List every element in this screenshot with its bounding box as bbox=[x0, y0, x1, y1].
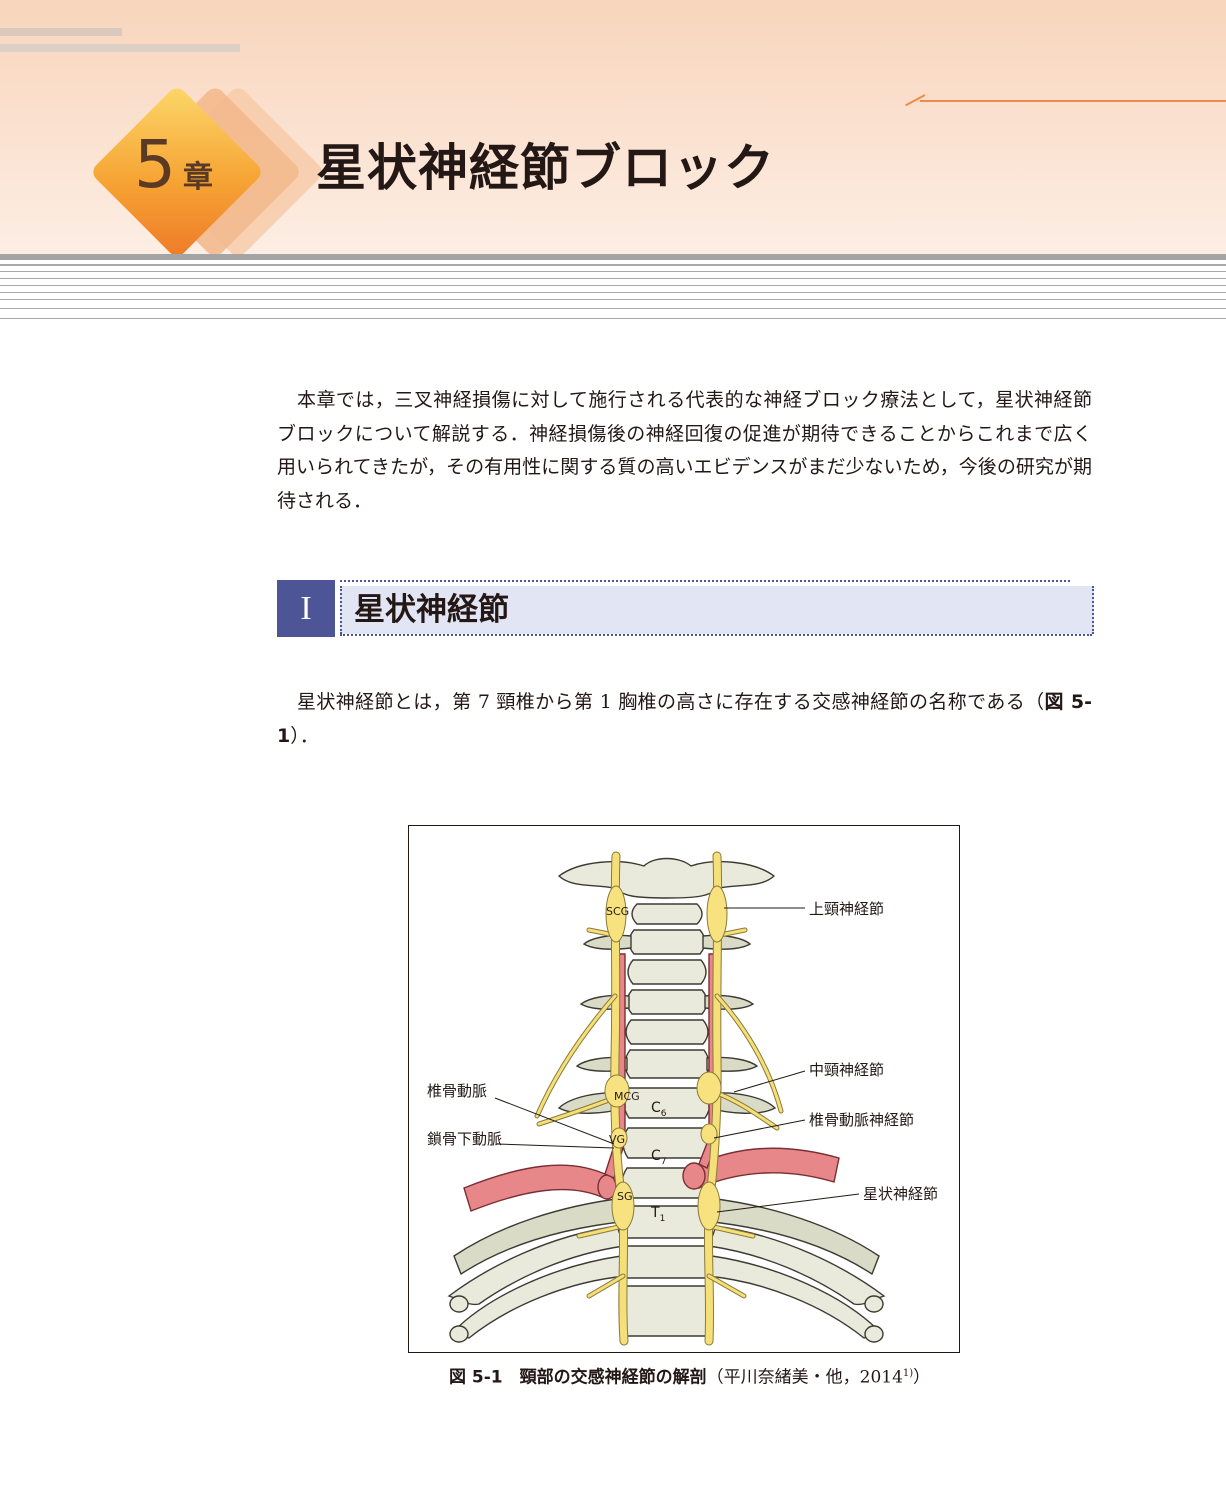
label-vertebral-artery: 椎骨動脈 bbox=[427, 1082, 487, 1100]
chapter-suffix: 章 bbox=[183, 160, 213, 195]
chapter-number: 5 bbox=[134, 126, 176, 203]
vertebral-column bbox=[621, 903, 713, 1337]
label-superior-cervical-ganglion: 上頸神経節 bbox=[809, 900, 884, 918]
label-scg: SCG bbox=[606, 905, 629, 918]
section-title: 星状神経節 bbox=[354, 592, 509, 628]
header-rule bbox=[0, 264, 1226, 266]
figure-reference[interactable]: 図 5-1 bbox=[277, 691, 1092, 747]
label-c6-letter: C bbox=[651, 1100, 661, 1116]
section-border bbox=[340, 634, 1092, 636]
label-c6-sub: 6 bbox=[661, 1109, 667, 1119]
label-c6: C6 bbox=[651, 1100, 667, 1119]
label-t1: T1 bbox=[650, 1205, 665, 1224]
header-rule bbox=[0, 271, 1226, 272]
label-subclavian-artery: 鎖骨下動脈 bbox=[427, 1130, 502, 1148]
atlas-vertebra bbox=[557, 857, 776, 899]
superior-cervical-ganglion-right bbox=[706, 885, 728, 943]
section-border bbox=[340, 580, 1070, 582]
section-paragraph: 星状神経節とは，第 7 頸椎から第 1 胸椎の高さに存在する交感神経節の名称であ… bbox=[277, 686, 1092, 753]
figure-caption-label: 図 5-1 頸部の交感神経節の解剖 bbox=[449, 1367, 707, 1388]
cervical-sympathetic-anatomy-illustration: SCG MCG VG SG C6 C7 T1 上頸神経節 中頸神経節 椎骨動脈神… bbox=[427, 851, 938, 1346]
stellate-ganglion-right bbox=[697, 1181, 721, 1231]
label-mcg: MCG bbox=[614, 1090, 640, 1103]
chapter-title: 星状神経節ブロック bbox=[316, 139, 775, 197]
stellate-ganglion-left bbox=[611, 1181, 635, 1231]
label-c7: C7 bbox=[651, 1148, 667, 1167]
figure-caption-source: （平川奈緒美・他，2014 bbox=[706, 1367, 903, 1388]
header-rule bbox=[0, 299, 1226, 300]
middle-cervical-ganglion-left bbox=[604, 1074, 630, 1108]
header-stripe bbox=[0, 28, 122, 36]
header-rule bbox=[0, 278, 1226, 279]
header-stripe bbox=[0, 44, 240, 52]
figure-caption-reference[interactable]: 1) bbox=[902, 1368, 914, 1379]
figure-caption-close: ） bbox=[913, 1367, 931, 1388]
chapter-header: 5 章 星状神経節ブロック bbox=[0, 0, 1226, 260]
header-rule bbox=[0, 308, 1226, 309]
section-paragraph-text: 星状神経節とは，第 7 頸椎から第 1 胸椎の高さに存在する交感神経節の名称であ… bbox=[297, 691, 1045, 713]
middle-cervical-ganglion-right bbox=[696, 1071, 722, 1105]
header-accent-line bbox=[920, 100, 1226, 102]
header-rule bbox=[0, 254, 1226, 260]
label-c7-letter: C bbox=[651, 1148, 661, 1164]
header-rule bbox=[0, 292, 1226, 293]
label-vg: VG bbox=[609, 1133, 625, 1146]
label-c7-sub: 7 bbox=[661, 1157, 667, 1167]
intro-paragraph: 本章では，三叉神経損傷に対して施行される代表的な神経ブロック療法として，星状神経… bbox=[277, 389, 1092, 512]
header-rule bbox=[0, 318, 1226, 319]
superior-cervical-ganglion-left bbox=[605, 885, 627, 943]
label-vertebral-ganglion: 椎骨動脈神経節 bbox=[809, 1111, 914, 1129]
figure-caption: 図 5-1 頸部の交感神経節の解剖（平川奈緒美・他，20141)） bbox=[449, 1362, 930, 1390]
label-t1-letter: T bbox=[650, 1205, 660, 1221]
label-middle-cervical-ganglion: 中頸神経節 bbox=[809, 1061, 884, 1079]
section-heading-bar bbox=[340, 586, 1094, 634]
leader-lines bbox=[494, 907, 860, 1213]
header-rule bbox=[0, 285, 1226, 286]
section-number: I bbox=[277, 580, 335, 637]
vertebral-ganglion-left bbox=[610, 1127, 628, 1149]
ribs bbox=[447, 1197, 886, 1343]
section-paragraph-text: ）． bbox=[290, 724, 319, 747]
label-t1-sub: 1 bbox=[660, 1214, 666, 1224]
vertebral-ganglion-right bbox=[700, 1123, 718, 1145]
label-stellate-ganglion: 星状神経節 bbox=[863, 1185, 938, 1203]
ganglia bbox=[604, 885, 728, 1231]
label-sg: SG bbox=[617, 1190, 633, 1203]
